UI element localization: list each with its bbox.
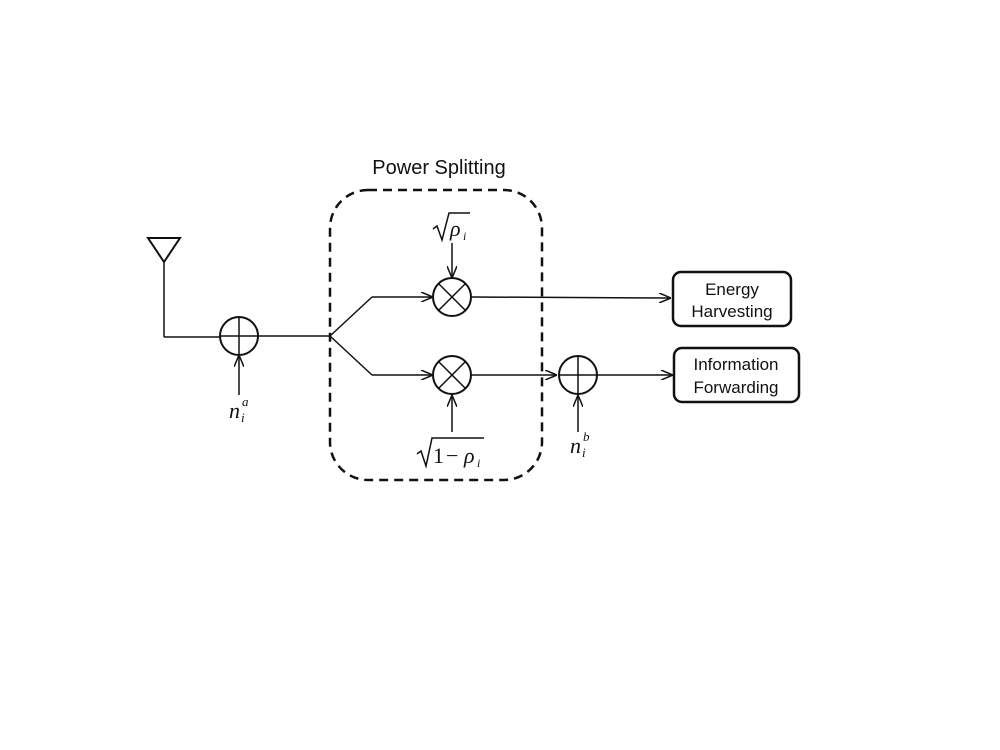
- power-splitting-box: [328, 188, 544, 482]
- energy-harvesting-line2: Harvesting: [691, 302, 772, 321]
- multiplier-upper-icon: [432, 277, 472, 317]
- information-forwarding-line2: Forwarding: [693, 378, 778, 397]
- multiplier-lower-icon: [432, 355, 472, 395]
- svg-text:1 − ρ i: 1 − ρ i: [433, 443, 480, 470]
- split-branches: [329, 296, 373, 376]
- information-forwarding-block: Information Forwarding: [672, 346, 801, 404]
- noise-a-label: n a i: [229, 386, 254, 425]
- energy-arrow: [470, 297, 670, 298]
- energy-harvesting-block: Energy Harvesting: [671, 270, 793, 328]
- energy-harvesting-line1: Energy: [705, 280, 759, 299]
- sqrt-rho-label: ρ i: [432, 212, 470, 243]
- antenna-icon: [146, 237, 220, 338]
- noise-b-label: n b i: [570, 421, 595, 460]
- adder-b-icon: [558, 355, 598, 395]
- sqrt-one-minus-rho-label: 1 − ρ i: [416, 437, 484, 470]
- adder-a-icon: [219, 316, 259, 356]
- information-forwarding-line1: Information: [693, 355, 778, 374]
- svg-text:ρ i: ρ i: [449, 216, 466, 243]
- diagram-title: Power Splitting: [372, 157, 505, 179]
